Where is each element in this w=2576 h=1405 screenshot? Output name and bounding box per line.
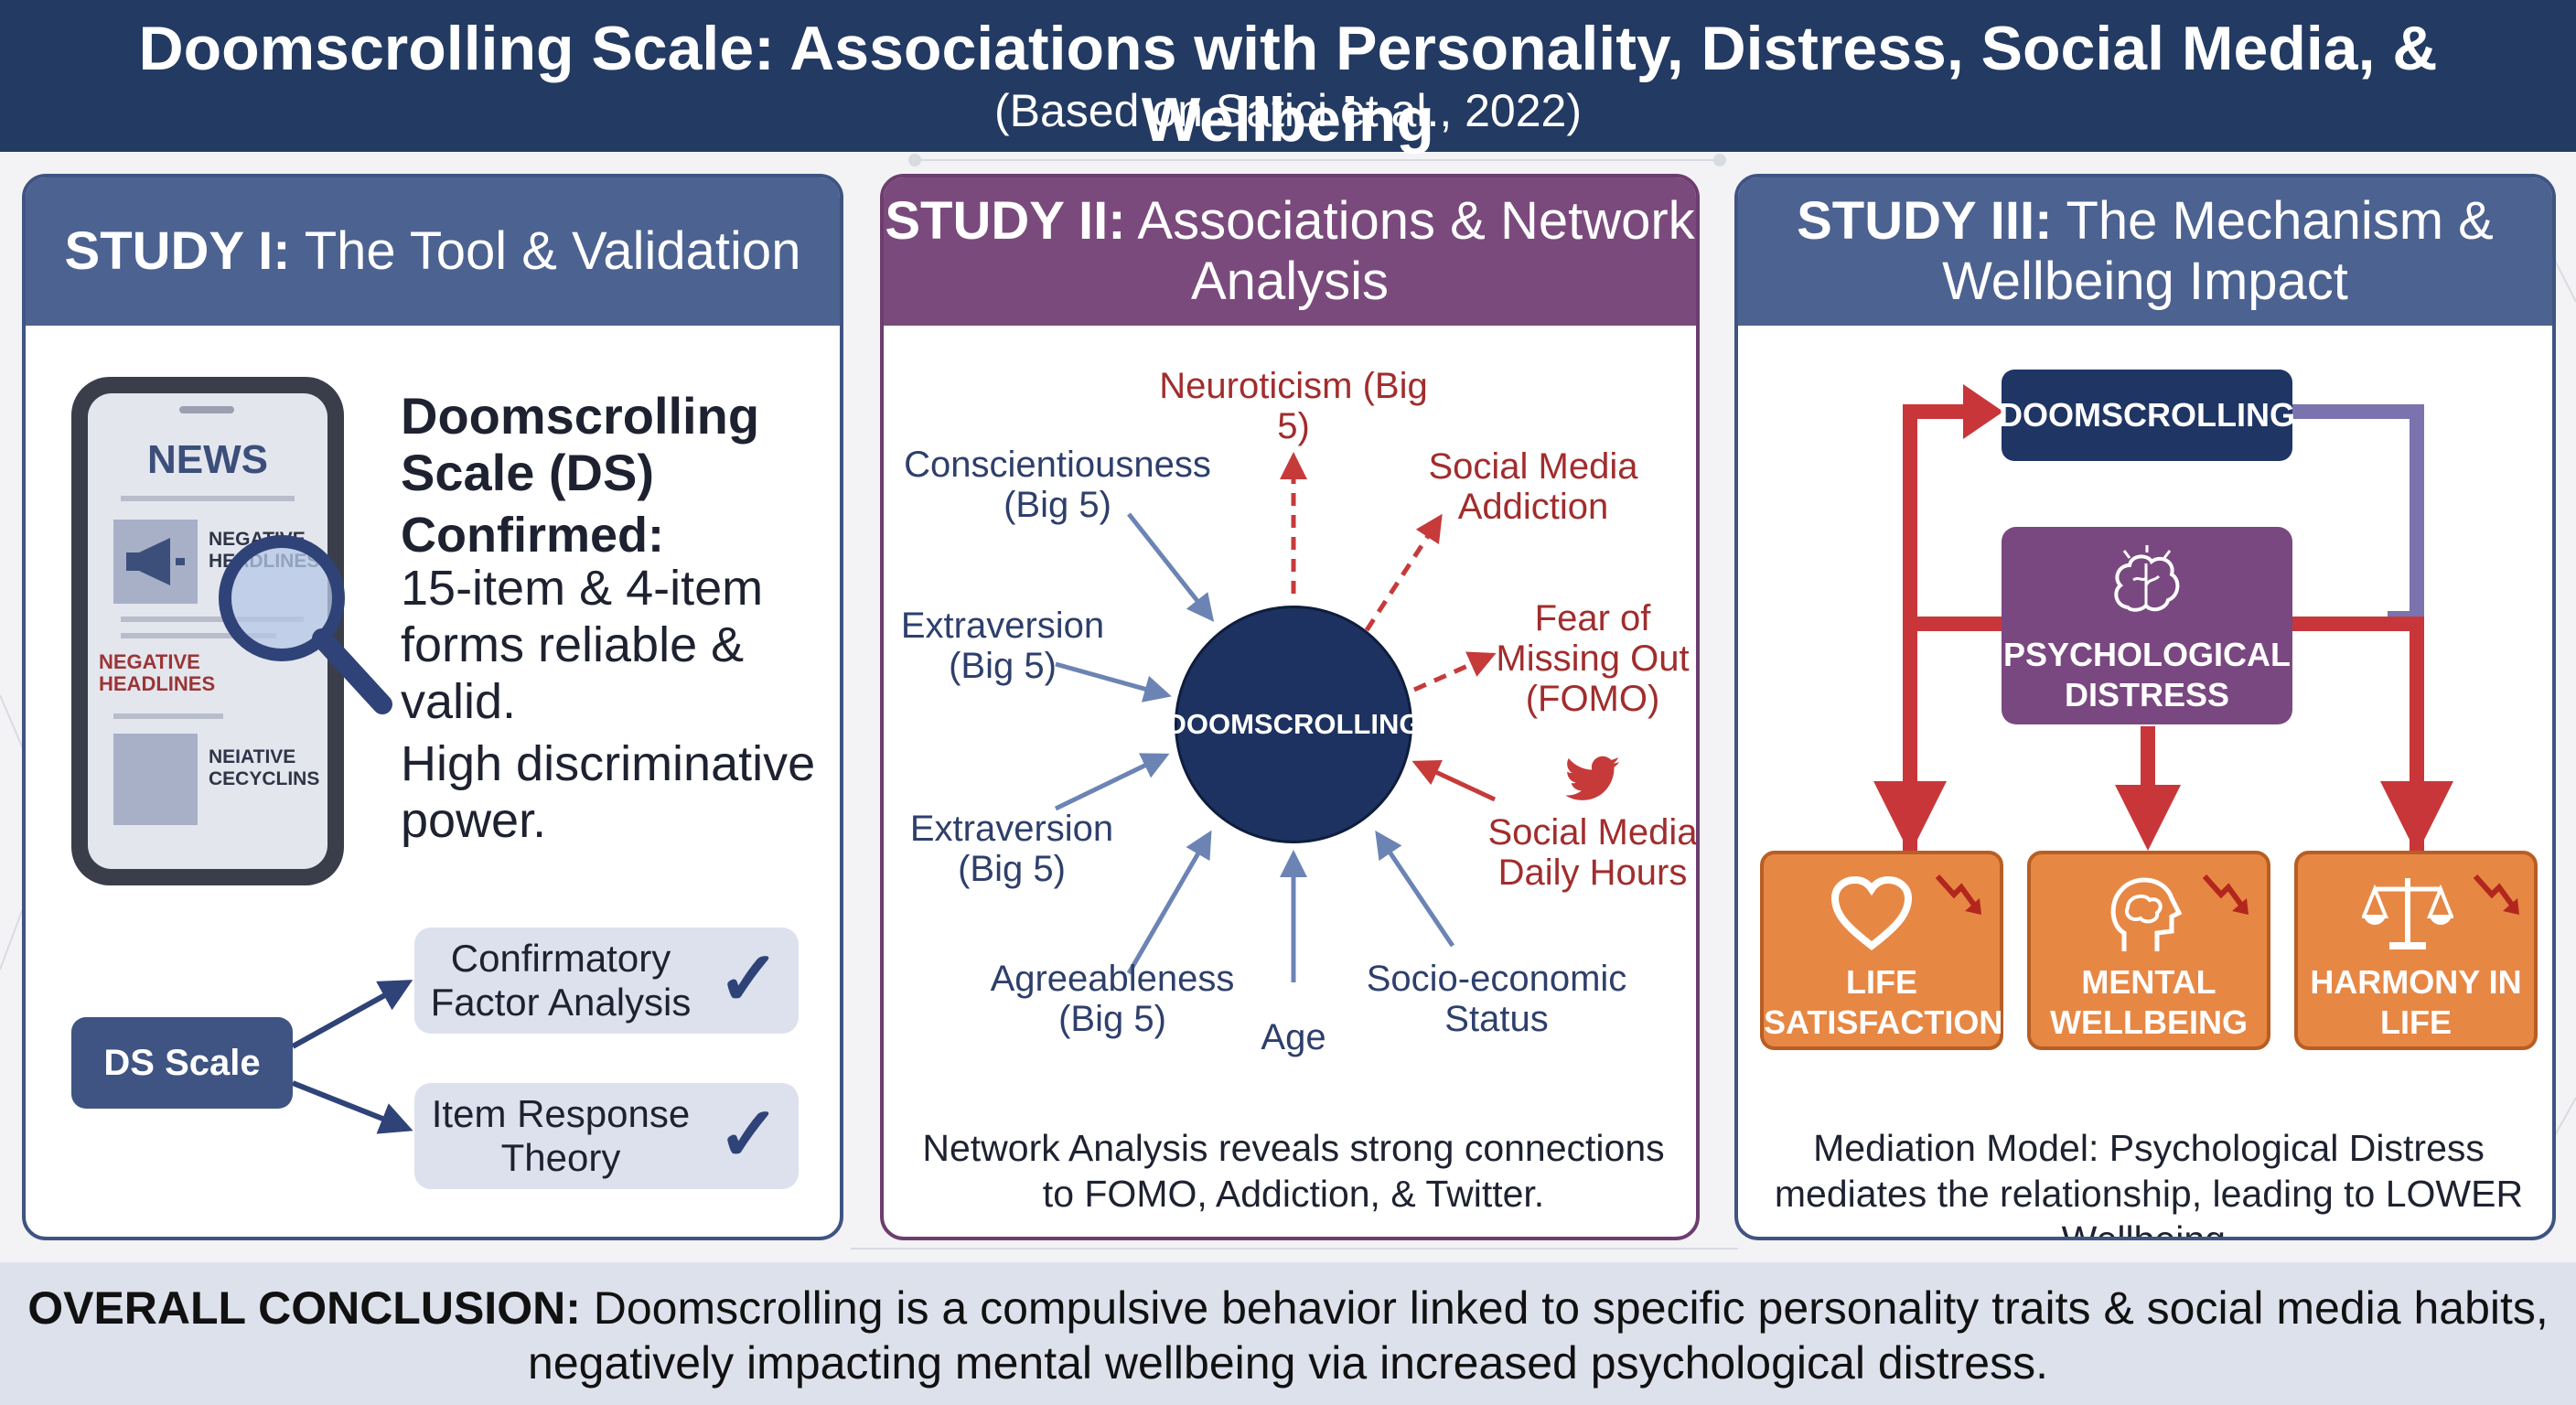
label-extraversion-upper: Extraversion (Big 5) <box>900 606 1105 686</box>
harmony-in-life-label: HARMONY IN LIFE <box>2310 963 2522 1041</box>
head-brain-icon <box>2110 877 2183 951</box>
news-heading: NEWS <box>147 437 268 482</box>
megaphone-icon <box>113 520 198 604</box>
cfa-label: Confirmatory Factor Analysis <box>430 937 692 1024</box>
twitter-bird-icon <box>1565 756 1620 800</box>
cfa-box: Confirmatory Factor Analysis ✓ <box>414 928 799 1034</box>
header-banner: Doomscrolling Scale: Associations with P… <box>0 0 2576 155</box>
magnifier-icon <box>219 535 392 714</box>
psychological-distress-box: PSYCHOLOGICAL DISTRESS <box>2002 527 2292 724</box>
doomscrolling-hub: DOOMSCROLLING <box>1166 606 1422 843</box>
study2-title-bold: STUDY II: <box>885 191 1126 251</box>
study3-title-bold: STUDY III: <box>1797 191 2053 251</box>
study2-panel: STUDY II: Associations & Network Analysi… <box>880 174 1700 1240</box>
study3-panel: STUDY III: The Mechanism & Wellbeing Imp… <box>1734 174 2556 1240</box>
mediation-arrows <box>1873 384 2453 854</box>
ds-title: Doomscrolling Scale (DS) <box>401 387 760 501</box>
study3-caption: Mediation Model: Psychological Distress … <box>1774 1127 2524 1240</box>
irt-box: Item Response Theory ✓ <box>414 1083 799 1189</box>
ds-branch-arrows <box>291 980 413 1134</box>
network-arrows <box>1054 452 1497 982</box>
confirmed-label: Confirmed: <box>401 508 664 563</box>
mental-wellbeing-label: MENTAL WELLBEING <box>2050 963 2248 1041</box>
distress-label: PSYCHOLOGICAL DISTRESS <box>2002 636 2291 713</box>
phone-speaker <box>179 406 234 413</box>
doomscrolling-box: DOOMSCROLLING <box>1999 370 2295 461</box>
study2-caption: Network Analysis reveals strong connecti… <box>922 1127 1665 1215</box>
discriminative-power-text: High discriminative power. <box>401 736 816 848</box>
study1-title-bold: STUDY I: <box>64 221 291 281</box>
headline-text-3: NEIATIVE CECYCLINS <box>209 746 320 789</box>
conclusion-footer: OVERALL CONCLUSION: Doomscrolling is a c… <box>0 1262 2576 1405</box>
outcome-harmony-in-life: HARMONY IN LIFE <box>2294 851 2538 1050</box>
subtitle: (Based on Satici et al., 2022) <box>993 85 1583 136</box>
news-line <box>113 713 223 719</box>
study3-title-rest: The Mechanism & Wellbeing Impact <box>1942 191 2494 311</box>
study3-header: STUDY III: The Mechanism & Wellbeing Imp… <box>1738 177 2552 326</box>
headline-text-2: NEGATIVE HEADLINES <box>99 650 216 695</box>
article-thumbnail <box>113 734 198 825</box>
checkmark-icon: ✓ <box>717 938 780 1021</box>
confirmed-text: 15-item & 4-item forms reliable & valid. <box>401 561 764 729</box>
label-age: Age <box>1261 1017 1326 1057</box>
phone-illustration: NEWS NEGATIVE HEADLINES NEGATIVE HEADLIN… <box>71 377 344 885</box>
study1-header: STUDY I: The Tool & Validation <box>26 177 840 326</box>
heart-icon <box>1830 875 1913 951</box>
study2-header: STUDY II: Associations & Network Analysi… <box>884 177 1696 326</box>
brain-stress-icon <box>2114 545 2180 612</box>
label-social-media-addiction: Social Media Addiction <box>1428 446 1638 527</box>
life-satisfaction-label: LIFE SATISFACTION <box>1764 963 2003 1041</box>
outcome-life-satisfaction: LIFE SATISFACTION <box>1760 851 2003 1050</box>
news-line <box>121 633 276 638</box>
main-title: Doomscrolling Scale: Associations with P… <box>138 14 2438 155</box>
outcome-mental-wellbeing: MENTAL WELLBEING <box>2027 851 2270 1050</box>
label-agreeableness: Agreeableness (Big 5) <box>990 959 1235 1039</box>
conclusion-text: Doomscrolling is a compulsive behavior l… <box>528 1282 2549 1389</box>
ds-scale-node: DS Scale <box>71 1017 293 1109</box>
phone-screen: NEWS NEGATIVE HEADLINES NEGATIVE HEADLIN… <box>88 393 327 869</box>
label-conscientiousness: Conscientiousness (Big 5) <box>904 445 1211 525</box>
label-social-media-hours: Social Media Daily Hours <box>1487 812 1698 893</box>
study1-panel: STUDY I: The Tool & Validation NEWS NEGA… <box>22 174 843 1240</box>
trend-down-icon <box>2202 874 2249 915</box>
study2-title-rest: Associations & Network Analysis <box>1125 191 1695 311</box>
label-extraversion-lower: Extraversion (Big 5) <box>909 809 1114 889</box>
label-fomo: Fear of Missing Out (FOMO) <box>1496 598 1690 719</box>
conclusion-label: OVERALL CONCLUSION: <box>27 1282 581 1334</box>
balance-scale-icon <box>2362 878 2453 949</box>
trend-down-icon <box>2473 874 2519 915</box>
study1-title-rest: The Tool & Validation <box>290 221 801 281</box>
label-socioeconomic-status: Socio-economic Status <box>1366 959 1627 1039</box>
trend-down-icon <box>1935 874 1981 915</box>
checkmark-icon: ✓ <box>717 1093 780 1176</box>
label-neuroticism: Neuroticism (Big 5) <box>1159 366 1428 446</box>
news-divider <box>121 496 295 501</box>
irt-label: Item Response Theory <box>431 1092 691 1179</box>
news-line <box>121 617 304 622</box>
